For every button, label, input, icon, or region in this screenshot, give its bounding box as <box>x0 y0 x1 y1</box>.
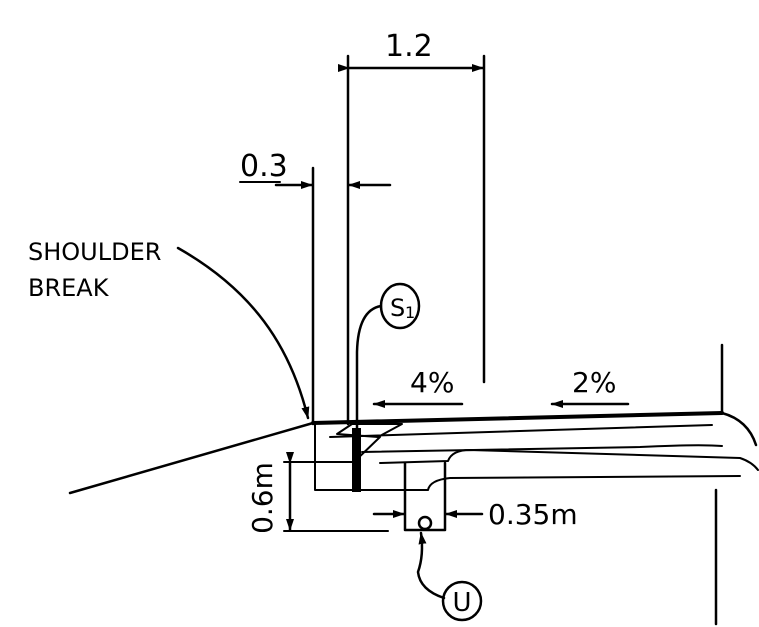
u-circle <box>441 580 483 622</box>
dim-label-0-3: 0.3 <box>240 149 288 184</box>
pavement-layer-line-2 <box>361 444 723 453</box>
slope-shoulder: 4% <box>372 366 464 408</box>
slope-label-shoulder: 4% <box>410 366 454 399</box>
pavement-layer-line-3 <box>379 449 759 471</box>
s1-letter: S <box>390 294 405 322</box>
shoulder-break-leader <box>176 246 310 420</box>
u-leader <box>416 531 446 600</box>
trench-cap <box>336 423 403 438</box>
right-edge-top <box>720 343 758 447</box>
pipe-circle <box>417 515 433 531</box>
width-label: 0.35m <box>488 498 578 531</box>
road-profile <box>68 343 759 626</box>
pavement-surface-line <box>311 411 724 425</box>
depth-label: 0.6m <box>246 462 279 534</box>
pipe-trench-walls <box>403 461 447 532</box>
s1-leader <box>355 304 383 430</box>
slope-label-lane: 2% <box>572 366 616 399</box>
slope-lane: 2% <box>550 366 630 408</box>
u-marker: U <box>416 531 483 622</box>
shoulder-break-line1: SHOULDER <box>28 238 161 266</box>
shoulder-break-callout: SHOULDER BREAK <box>28 238 310 420</box>
pavement-layer-line-1 <box>329 424 713 438</box>
shoulder-break-line2: BREAK <box>28 274 110 302</box>
dim-label-1-2: 1.2 <box>385 29 433 64</box>
dimension-1-2: 1.2 <box>338 29 486 426</box>
dimension-0-6m: 0.6m <box>246 452 389 534</box>
embankment-slope-line <box>68 421 315 495</box>
u-letter: U <box>452 588 471 618</box>
edge-drain-trench <box>336 423 403 492</box>
s1-marker: S 1 <box>355 282 421 430</box>
dimension-0-3: 0.3 <box>239 149 392 426</box>
pipe-trench: 0.35m <box>372 461 578 532</box>
s1-subscript: 1 <box>405 303 415 322</box>
subgrade-line <box>314 422 741 491</box>
sensor-post <box>352 428 361 492</box>
